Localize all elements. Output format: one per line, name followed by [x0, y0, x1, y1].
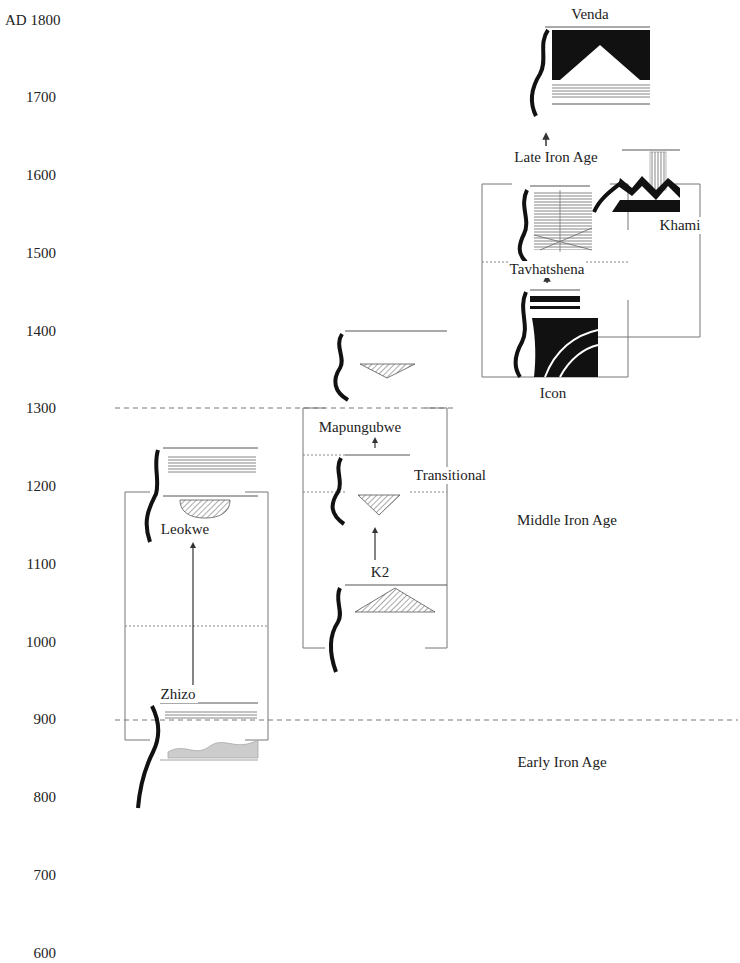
period-label: Middle Iron Age	[515, 512, 619, 529]
phase-label: Transitional	[412, 467, 488, 484]
phase-divider	[125, 262, 628, 626]
phase-bracket	[125, 184, 700, 740]
phase-label: Venda	[569, 6, 611, 23]
sequence-arrow	[546, 278, 548, 283]
axis-year: 1400	[24, 323, 58, 340]
period-label: Early Iron Age	[515, 754, 608, 771]
phase-label: Leokwe	[159, 521, 211, 538]
pot-profile	[520, 186, 592, 262]
axis-year: 600	[32, 945, 59, 962]
axis-year: 800	[32, 789, 59, 806]
phase-label: Khami	[658, 217, 703, 234]
pot-profile	[138, 703, 258, 808]
phase-label: Zhizo	[159, 686, 198, 703]
period-boundary	[115, 408, 738, 720]
axis-year: 1100	[25, 556, 58, 573]
axis-year: 700	[32, 867, 59, 884]
sequence-arrow	[545, 136, 547, 146]
axis-year: 1000	[24, 634, 58, 651]
pot-profile	[335, 331, 447, 400]
pot-profile	[331, 585, 447, 672]
sequence-arrow	[193, 440, 375, 685]
axis-year: 900	[32, 711, 59, 728]
pot-profile	[516, 290, 598, 377]
axis-year: 1200	[24, 478, 58, 495]
phase-label: Mapungubwe	[317, 419, 404, 436]
axis-year: 1700	[24, 89, 58, 106]
phase-label: K2	[369, 564, 391, 581]
period-label: Late Iron Age	[512, 149, 599, 166]
axis-year: 1600	[24, 167, 58, 184]
pot-profile	[147, 448, 258, 542]
phase-label: Tavhatshena	[508, 261, 587, 278]
axis-year: AD 1800	[3, 12, 62, 29]
phase-label: Icon	[538, 385, 569, 402]
pot-profile	[594, 150, 680, 212]
pot-profile	[532, 27, 650, 116]
pot-profile	[333, 455, 410, 524]
axis-year: 1500	[24, 245, 58, 262]
axis-year: 1300	[24, 400, 58, 417]
